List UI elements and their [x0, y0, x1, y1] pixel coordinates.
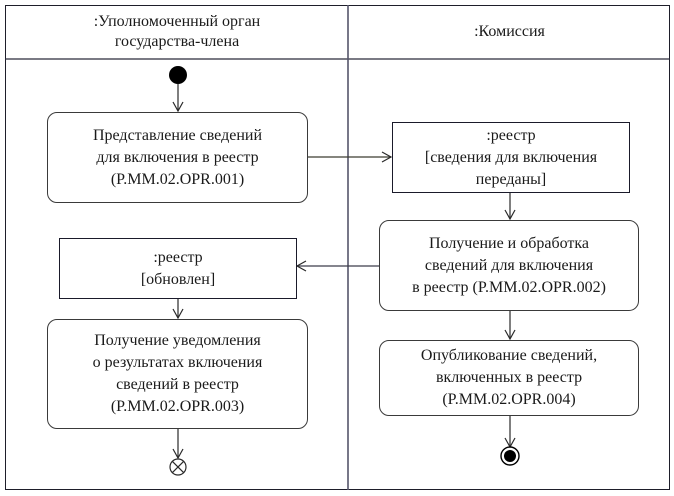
object-registry-updated[interactable]: :реестр [обновлен] — [59, 238, 297, 299]
initial-node-icon — [169, 66, 187, 84]
object-registry-info-submitted[interactable]: :реестр [сведения для включения переданы… — [392, 122, 630, 193]
lane-header-member-state: :Уполномоченный орган государства-члена — [93, 13, 261, 50]
flow-final-node-icon — [169, 458, 187, 476]
action-receive-process-info[interactable]: Получение и обработка сведений для включ… — [379, 220, 639, 311]
action-receive-notification[interactable]: Получение уведомления о результатах вклю… — [47, 319, 308, 429]
lane-header-commission: :Комиссия — [474, 23, 545, 40]
activity-final-node-icon — [500, 446, 520, 466]
diagram-frame — [5, 5, 670, 490]
action-submit-registry-info[interactable]: Представление сведений для включения в р… — [47, 112, 308, 203]
action-publish-info[interactable]: Опубликование сведений, включенных в рее… — [379, 340, 639, 416]
